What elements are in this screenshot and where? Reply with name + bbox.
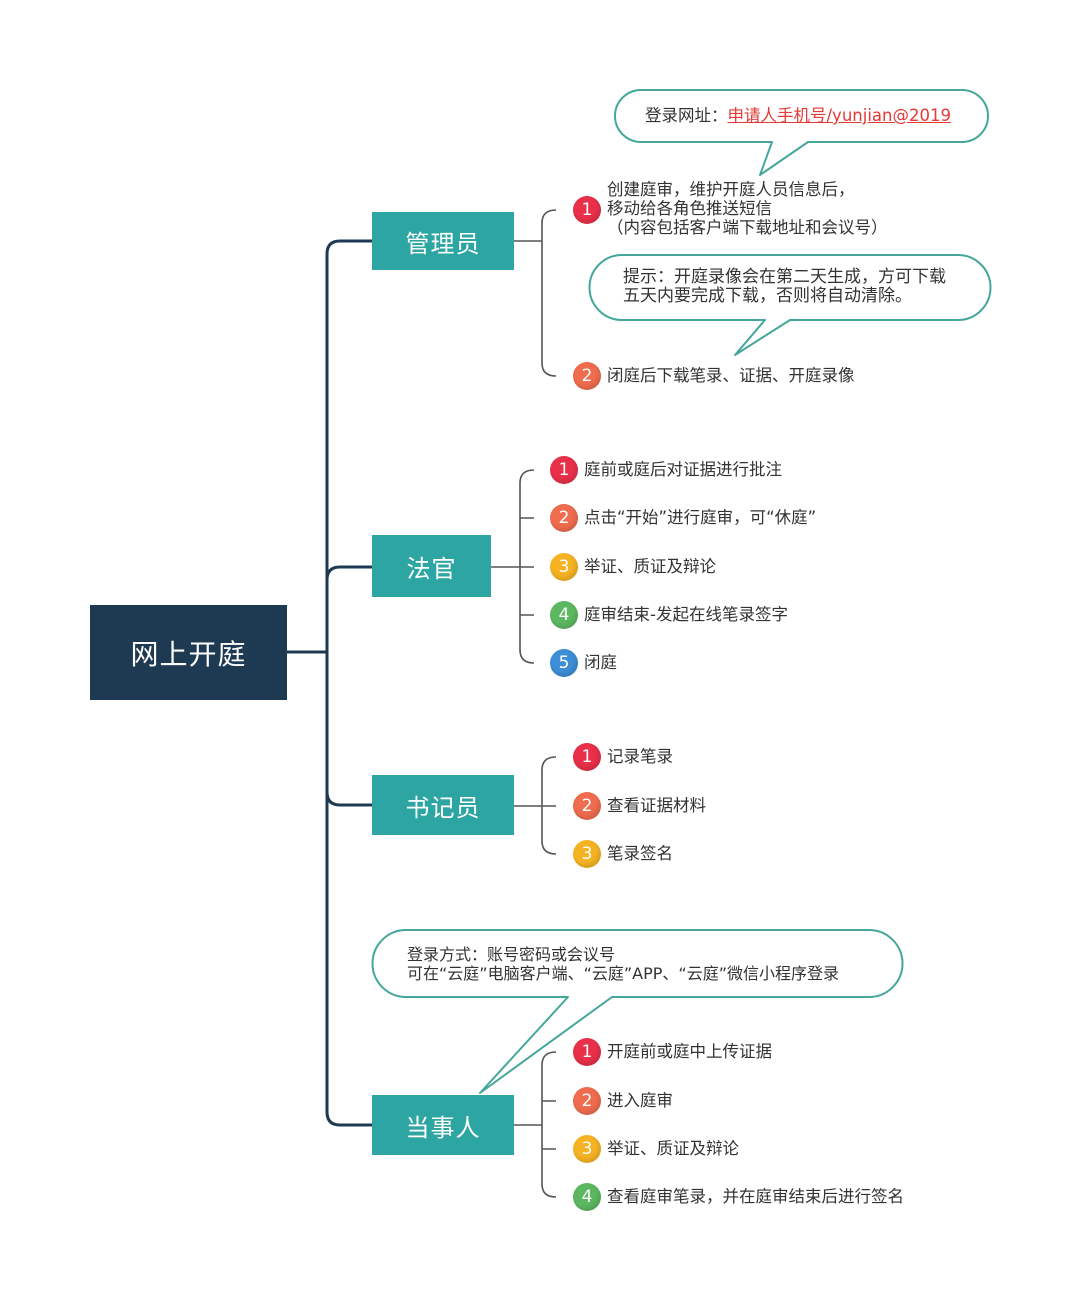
- list-item: 开庭前或庭中上传证据: [607, 1042, 772, 1061]
- step-badge: 1: [573, 743, 601, 771]
- root-node: 网上开庭: [90, 605, 287, 700]
- callout-party-login-shape: [371, 929, 904, 1094]
- login-url-label: 登录网址：: [645, 106, 728, 125]
- callout-line: 五天内要完成下载，否则将自动清除。: [623, 286, 912, 306]
- login-url-link[interactable]: 申请人手机号/yunjian@2019: [727, 106, 951, 125]
- callout-line: 登录方式：账号密码或会议号: [407, 945, 616, 964]
- list-item: 进入庭审: [607, 1091, 673, 1110]
- list-item: 闭庭后下载笔录、证据、开庭录像: [607, 366, 855, 385]
- step-badge: 2: [573, 1087, 601, 1115]
- step-badge: 3: [573, 1135, 601, 1163]
- item-line: 移动给各角色推送短信: [607, 199, 772, 218]
- callout-shapes: [371, 89, 992, 1094]
- callout-recording-tip-shape: [588, 254, 992, 356]
- step-badge: 2: [573, 362, 601, 390]
- list-item: 闭庭: [584, 653, 617, 672]
- list-item: 记录笔录: [607, 747, 673, 766]
- callout-party-login: 登录方式：账号密码或会议号 可在“云庭”电脑客户端、“云庭”APP、“云庭”微信…: [407, 945, 839, 983]
- item-line: 创建庭审，维护开庭人员信息后，: [607, 180, 855, 199]
- branch-label: 书记员: [405, 793, 481, 822]
- branch-node-judge: 法官: [372, 535, 491, 597]
- list-item: 庭前或庭后对证据进行批注: [584, 460, 782, 479]
- trunk-clerk: [325, 790, 374, 807]
- step-badge: 4: [573, 1183, 601, 1211]
- callout-login-url-shape: [614, 89, 989, 176]
- branch-brackets: [491, 209, 557, 1198]
- step-badge: 1: [573, 196, 601, 224]
- branch-node-admin: 管理员: [372, 212, 514, 270]
- list-item: 举证、质证及辩论: [584, 557, 716, 576]
- trunk-judge: [325, 565, 374, 582]
- branch-label: 管理员: [405, 229, 481, 258]
- callout-login-url: 登录网址：申请人手机号/yunjian@2019: [645, 106, 951, 126]
- item-line: （内容包括客户端下载地址和会议号）: [607, 218, 888, 237]
- callout-line: 提示：开庭录像会在第二天生成，方可下载: [623, 267, 946, 287]
- branch-label: 当事人: [405, 1113, 481, 1142]
- list-item: 庭审结束-发起在线笔录签字: [584, 605, 788, 624]
- list-item: 创建庭审，维护开庭人员信息后， 移动给各角色推送短信 （内容包括客户端下载地址和…: [607, 180, 888, 237]
- list-item: 笔录签名: [607, 844, 673, 863]
- step-badge: 2: [573, 792, 601, 820]
- branch-node-party: 当事人: [372, 1095, 514, 1155]
- step-badge: 2: [550, 504, 578, 532]
- list-item: 举证、质证及辩论: [607, 1139, 739, 1158]
- step-badge: 3: [573, 840, 601, 868]
- party-bracket: [514, 1051, 557, 1198]
- callout-line: 可在“云庭”电脑客户端、“云庭”APP、“云庭”微信小程序登录: [407, 964, 839, 983]
- list-item: 查看庭审笔录，并在庭审结束后进行签名: [607, 1187, 904, 1206]
- judge-bracket: [491, 469, 535, 664]
- clerk-bracket: [514, 756, 557, 855]
- admin-bracket: [514, 209, 557, 377]
- step-badge: 5: [550, 649, 578, 677]
- step-badge: 1: [573, 1038, 601, 1066]
- step-badge: 1: [550, 456, 578, 484]
- list-item: 查看证据材料: [607, 796, 706, 815]
- trunk-main: [325, 239, 374, 1127]
- trunk-lines: [285, 239, 374, 1127]
- callout-recording-tip: 提示：开庭录像会在第二天生成，方可下载 五天内要完成下载，否则将自动清除。: [623, 268, 946, 306]
- list-item: 点击“开始”进行庭审，可“休庭”: [584, 508, 817, 527]
- step-badge: 3: [550, 553, 578, 581]
- root-label: 网上开庭: [130, 637, 247, 671]
- step-badge: 4: [550, 601, 578, 629]
- branch-node-clerk: 书记员: [372, 775, 514, 835]
- branch-label: 法官: [406, 554, 457, 583]
